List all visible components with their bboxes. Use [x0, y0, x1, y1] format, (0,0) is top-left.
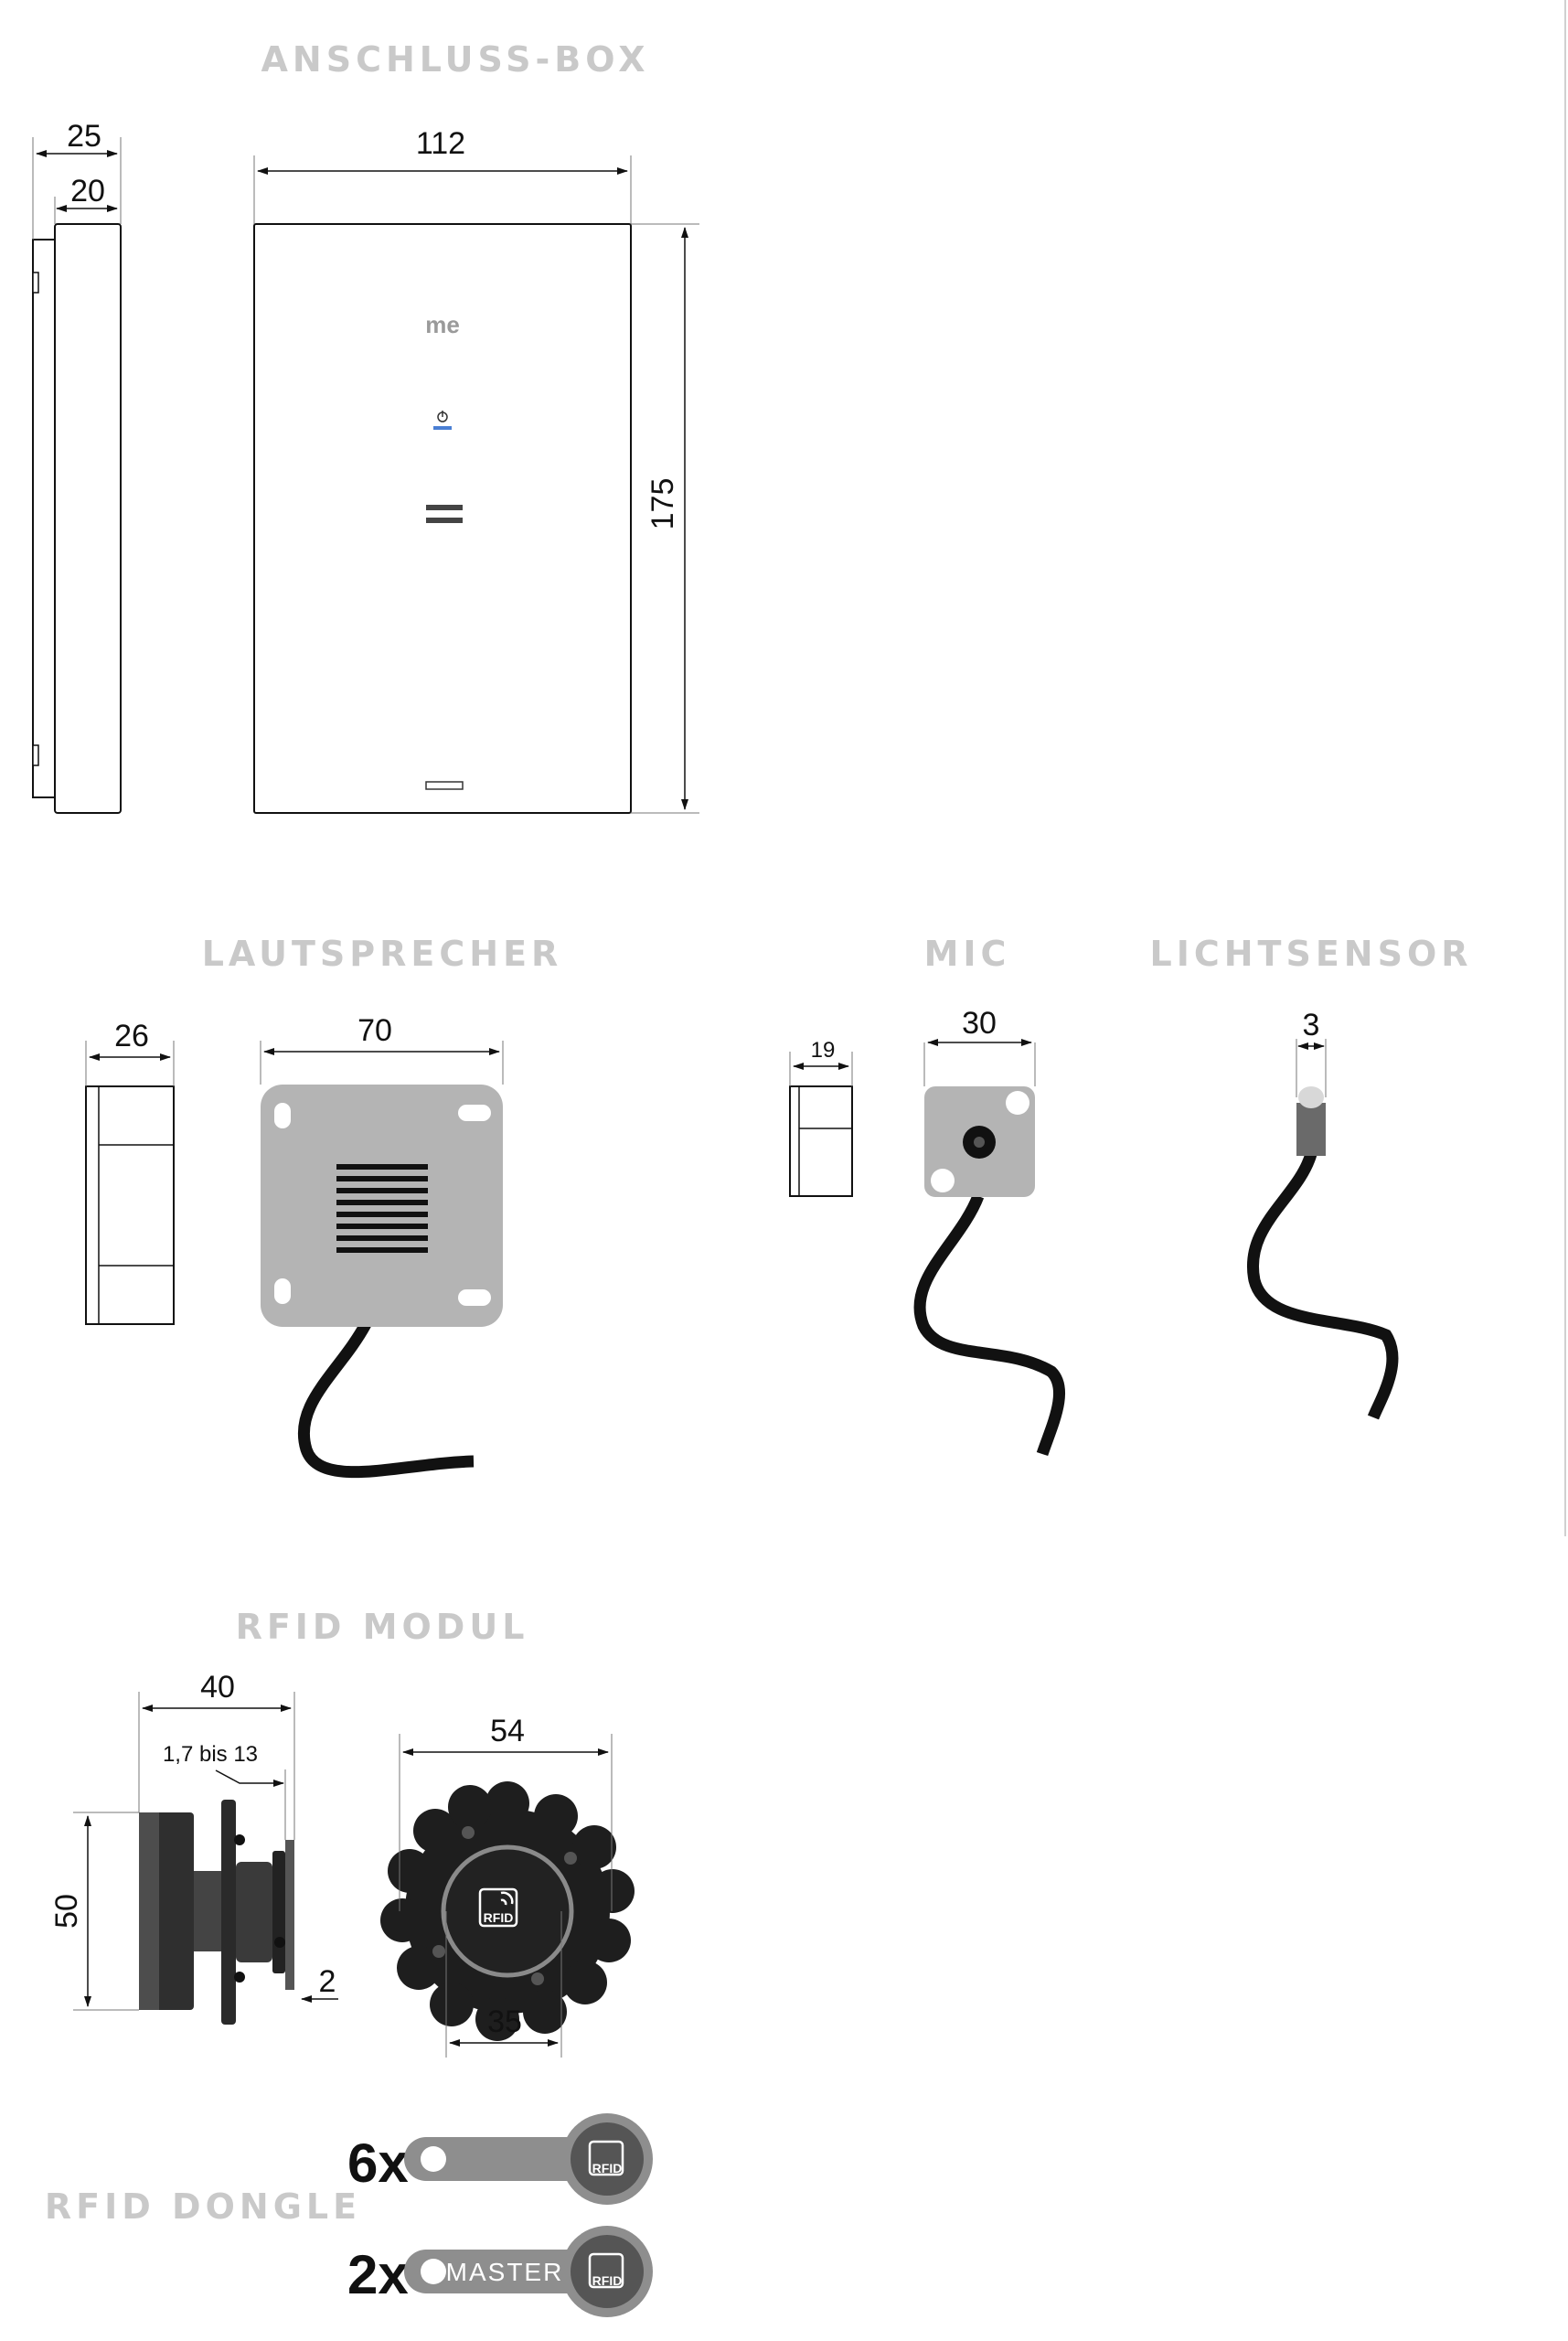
dim-box-depth-inner: 20	[70, 174, 105, 208]
speaker-mount-slots	[274, 1103, 491, 1306]
mic-section: MIC 19 30	[789, 934, 1065, 1457]
dim-rfid-wall-range: 1,7 bis 13	[163, 1742, 258, 1767]
status-led	[433, 426, 452, 430]
title-lautsprecher: LAUTSPRECHER	[202, 934, 563, 974]
rfid-side-view	[139, 1800, 294, 2025]
dim-box-height: 175	[645, 478, 680, 530]
dim-rfid-inner-diameter: 35	[487, 2004, 522, 2039]
rfid-wave-icon	[478, 1887, 518, 1928]
sensor-body	[1296, 1103, 1326, 1156]
speaker-grille-icon	[336, 1164, 428, 1253]
mic-side-view	[789, 1085, 853, 1197]
box-side-view	[32, 223, 122, 814]
rfid-front-view	[380, 1781, 635, 2041]
bottom-slot	[425, 781, 464, 790]
dim-mic-depth: 19	[811, 1038, 836, 1063]
dim-rfid-depth: 40	[200, 1670, 235, 1705]
equals-marker	[426, 505, 463, 523]
title-rfid-dongle: RFID DONGLE	[45, 2186, 361, 2227]
speaker-front-view	[261, 1085, 503, 1327]
rfid-modul-section: RFID MODUL 40 1,7 bis 13 50 2	[49, 1607, 635, 2058]
sensor-lens	[1298, 1086, 1324, 1108]
me-logo: me	[425, 311, 460, 338]
dim-rfid-height: 50	[49, 1894, 84, 1929]
title-anschluss-box: ANSCHLUSS-BOX	[261, 39, 650, 80]
mic-mount-hole	[1006, 1091, 1029, 1115]
leader-rfid-wall	[215, 1769, 256, 1784]
title-mic: MIC	[924, 934, 1011, 974]
rfid-dongle-section: RFID DONGLE 6x RFID 2x MASTER RFID	[45, 2113, 653, 2317]
dongle-master	[404, 2226, 653, 2317]
rfid-module-badge: RFID	[484, 1910, 514, 1925]
mic-cable	[913, 1193, 1065, 1457]
dongle-standard	[404, 2113, 653, 2205]
dim-speaker-width: 70	[357, 1013, 392, 1048]
dim-rfid-flange: 2	[319, 1964, 336, 1999]
title-rfid-modul: RFID MODUL	[236, 1607, 529, 1647]
dim-speaker-depth: 26	[114, 1019, 149, 1053]
dim-box-depth-outer: 25	[67, 119, 101, 154]
dongle-standard-count: 6x	[347, 2133, 409, 2194]
sensor-cable	[1246, 1151, 1399, 1420]
speaker-cable	[297, 1320, 475, 1479]
dim-box-width: 112	[416, 126, 465, 161]
dongle-standard-badge: RFID	[592, 2161, 623, 2175]
dim-rfid-outer-diameter: 54	[490, 1714, 525, 1748]
dim-sensor-diameter: 3	[1303, 1008, 1320, 1042]
title-lichtsensor: LICHTSENSOR	[1149, 934, 1472, 974]
lautsprecher-section: LAUTSPRECHER 26	[85, 934, 563, 1479]
anschluss-box-section: ANSCHLUSS-BOX 25 20 me 112	[32, 39, 699, 814]
dongle-master-count: 2x	[347, 2244, 409, 2305]
dongle-master-label: MASTER	[446, 2258, 564, 2286]
power-icon	[437, 411, 448, 422]
mic-capsule-center	[974, 1137, 985, 1148]
speaker-side-view	[85, 1085, 175, 1325]
lichtsensor-section: LICHTSENSOR 3	[1149, 934, 1472, 1420]
mic-mount-hole	[931, 1169, 955, 1192]
dongle-master-badge: RFID	[592, 2273, 623, 2288]
dim-mic-width: 30	[962, 1006, 997, 1041]
